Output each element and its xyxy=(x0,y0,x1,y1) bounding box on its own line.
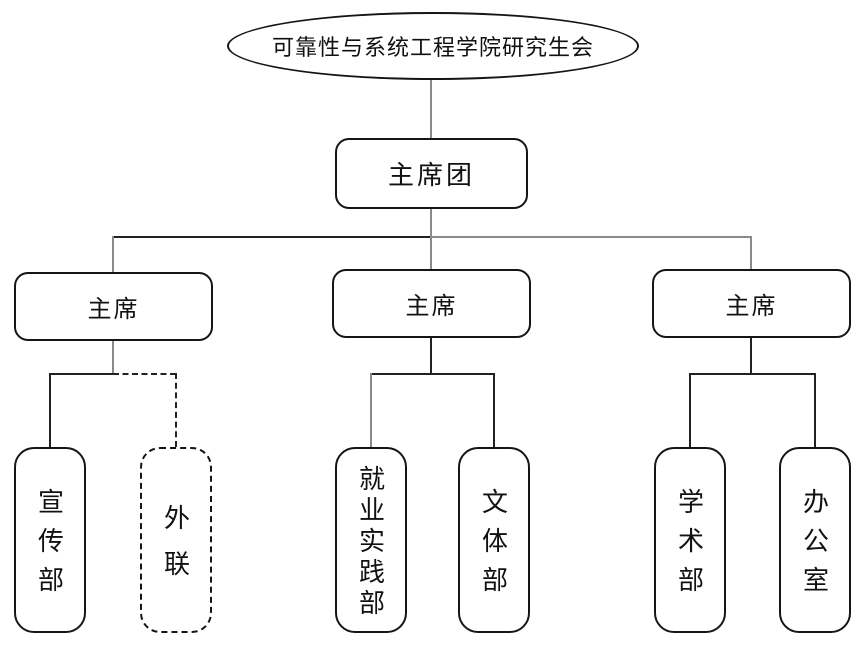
root-node-label: 可靠性与系统工程学院研究生会 xyxy=(271,35,594,60)
connector-to-dept-academic xyxy=(689,373,691,447)
chair-3-label: 主席 xyxy=(725,293,778,320)
connector-to-dept-outreach-dashed xyxy=(175,373,177,447)
connector-to-dept-publicity xyxy=(49,373,51,447)
presidium-node: 主席团 xyxy=(335,138,528,209)
dept-publicity-label: 宣传部 xyxy=(34,488,65,605)
connector-chair-1-branch-right-dashed xyxy=(113,373,176,375)
connector-chair-1-down xyxy=(112,341,114,374)
connector-to-dept-employment xyxy=(370,373,372,447)
dept-node-employment-practice: 就业实践部 xyxy=(335,447,407,633)
connector-rail-to-chair-3 xyxy=(750,236,752,269)
dept-node-office: 办公室 xyxy=(779,447,851,633)
dept-node-publicity: 宣传部 xyxy=(14,447,86,633)
connector-chair-1-branch-left xyxy=(49,373,113,375)
connector-rail-to-chair-1 xyxy=(112,236,114,272)
chair-node-3: 主席 xyxy=(652,269,851,338)
connector-rail-left xyxy=(112,236,432,238)
chair-1-label: 主席 xyxy=(87,296,140,323)
connector-chair-3-branch xyxy=(689,373,816,375)
dept-node-culture-sports: 文体部 xyxy=(458,447,530,633)
presidium-label: 主席团 xyxy=(387,160,475,190)
connector-rail-to-chair-2 xyxy=(430,236,432,269)
dept-employment-label: 就业实践部 xyxy=(355,465,386,620)
dept-academic-label: 学术部 xyxy=(674,488,705,605)
connector-to-dept-office xyxy=(814,373,816,447)
connector-chair-2-down xyxy=(430,338,432,374)
chair-2-label: 主席 xyxy=(405,293,458,320)
chair-node-2: 主席 xyxy=(332,269,531,338)
dept-node-outreach-dashed: 外联 xyxy=(140,447,212,633)
connector-presidium-down xyxy=(430,209,432,237)
root-node-association: 可靠性与系统工程学院研究生会 xyxy=(227,12,639,80)
dept-office-label: 办公室 xyxy=(799,488,830,605)
connector-rail-right xyxy=(430,236,752,238)
connector-chair-3-down xyxy=(750,338,752,374)
connector-to-dept-culture xyxy=(493,373,495,447)
chair-node-1: 主席 xyxy=(14,272,213,341)
dept-node-academic: 学术部 xyxy=(654,447,726,633)
dept-outreach-label: 外联 xyxy=(160,504,191,596)
connector-root-to-presidium xyxy=(430,80,432,138)
dept-culture-label: 文体部 xyxy=(478,488,509,605)
connector-chair-2-branch xyxy=(370,373,495,375)
